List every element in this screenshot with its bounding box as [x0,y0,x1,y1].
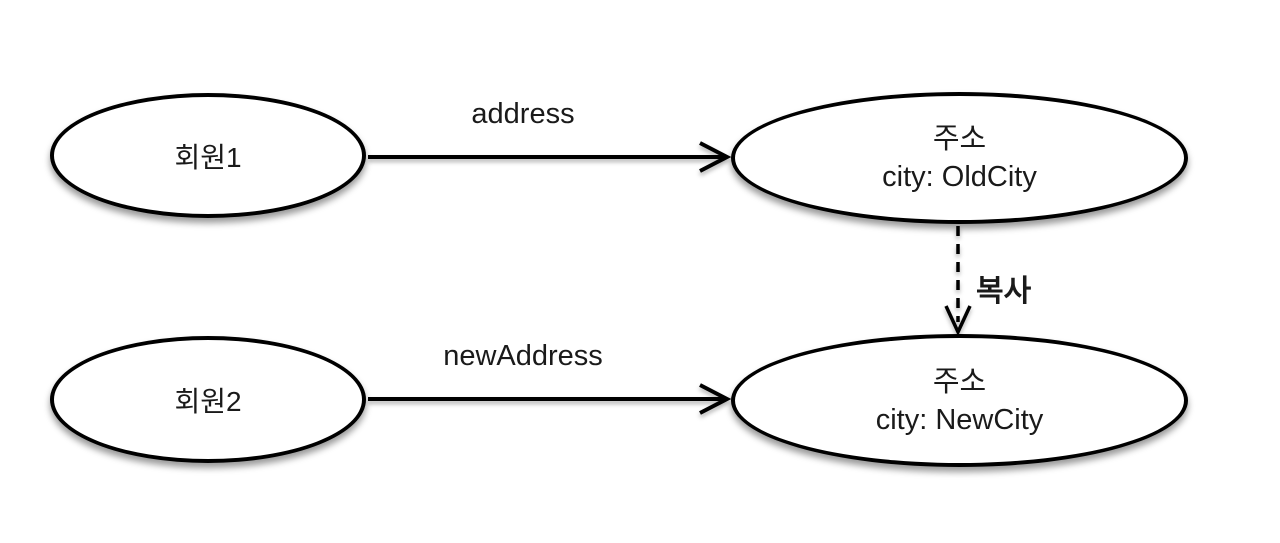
edge-label-new-address: newAddress [443,340,603,372]
address-arrow [368,141,732,173]
node-address-old-attribute: city: OldCity [882,161,1037,193]
node-address-new-title: 주소 [932,365,987,398]
node-member1-label: 회원1 [174,141,242,173]
node-member2: 회원2 [50,336,366,463]
node-address-new: 주소 city: NewCity [731,334,1188,467]
new-address-arrow [368,383,732,415]
node-member1: 회원1 [50,93,366,218]
copy-arrow [944,226,972,337]
node-address-old: 주소 city: OldCity [731,92,1188,224]
node-address-new-attribute: city: NewCity [875,403,1044,436]
edge-label-copy: 복사 [976,275,1032,308]
edge-label-address: address [471,98,575,130]
node-address-old-title: 주소 [932,123,987,155]
node-member2-label: 회원2 [174,385,242,417]
